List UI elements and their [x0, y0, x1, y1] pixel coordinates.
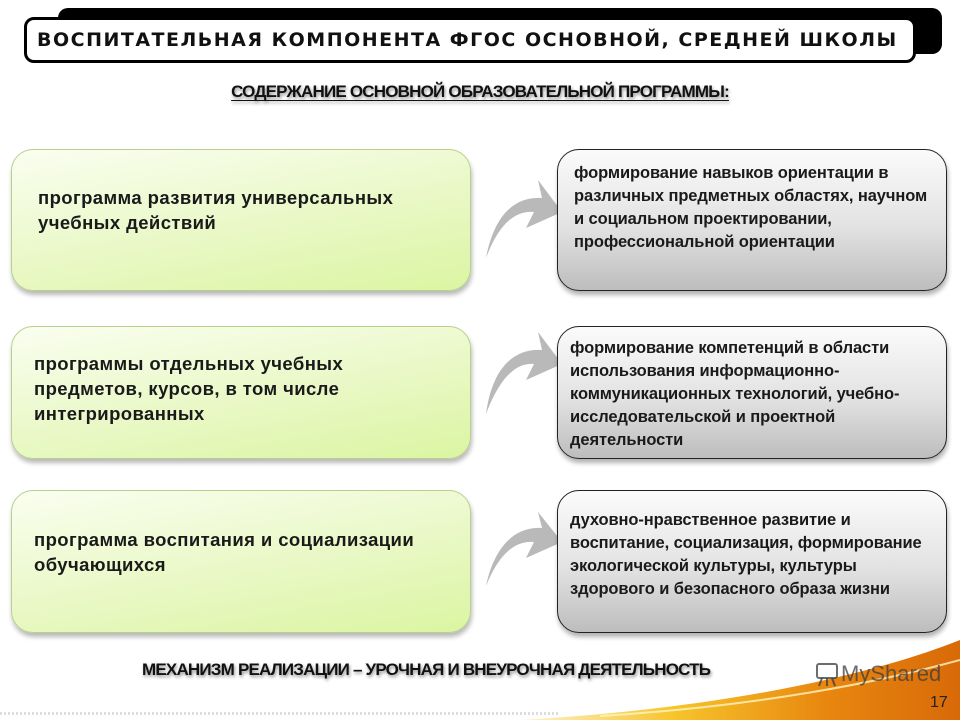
curved-arrow-icon: [486, 332, 562, 414]
watermark-text: MyShared: [841, 661, 942, 686]
program-box-2: программы отдельных учебных предметов, к…: [11, 326, 471, 459]
program-box-3: программа воспитания и социализации обуч…: [11, 490, 471, 633]
projector-icon: [816, 663, 838, 687]
implementation-mechanism: МЕХАНИЗМ РЕАЛИЗАЦИИ – УРОЧНАЯ И ВНЕУРОЧН…: [142, 660, 711, 679]
slide-title: ВОСПИТАТЕЛЬНАЯ КОМПОНЕНТА ФГОС ОСНОВНОЙ,…: [37, 29, 898, 51]
curved-arrow-icon: [486, 180, 562, 258]
program-box-1: программа развития универсальных учебных…: [11, 149, 471, 291]
section-subtitle: СОДЕРЖАНИЕ ОСНОВНОЙ ОБРАЗОВАТЕЛЬНОЙ ПРОГ…: [231, 82, 730, 101]
outcome-text-3: духовно-нравственное развитие и воспитан…: [570, 511, 922, 598]
curved-arrow-icon: [486, 512, 562, 586]
outcome-box-1: формирование навыков ориентации в различ…: [557, 149, 947, 291]
outcome-box-2: формирование компетенций в области испол…: [557, 326, 947, 459]
title-banner: ВОСПИТАТЕЛЬНАЯ КОМПОНЕНТА ФГОС ОСНОВНОЙ,…: [24, 17, 916, 63]
watermark: MyShared: [815, 661, 941, 687]
program-text-1: программа развития универсальных учебных…: [38, 187, 394, 233]
program-text-3: программа воспитания и социализации обуч…: [34, 528, 415, 575]
outcome-box-3: духовно-нравственное развитие и воспитан…: [557, 490, 947, 633]
outcome-text-1: формирование навыков ориентации в различ…: [574, 164, 928, 251]
decorative-swoosh: [520, 640, 960, 720]
program-text-2: программы отдельных учебных предметов, к…: [34, 353, 344, 424]
outcome-text-2: формирование компетенций в области испол…: [570, 339, 900, 449]
footer-divider: [0, 712, 560, 715]
page-number: 17: [930, 694, 948, 711]
